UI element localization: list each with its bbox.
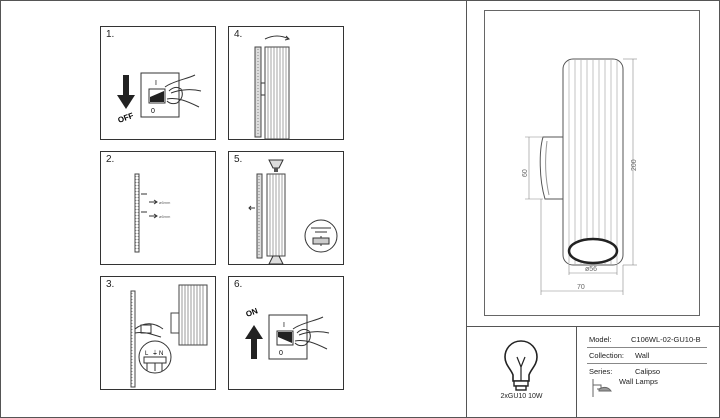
drill-holes-illustration: ø6mm ø6mm	[134, 173, 171, 253]
collection-row: Collection: Wall	[589, 351, 649, 360]
step-3-panel: 3. L ⏚ N	[100, 276, 216, 390]
bulb-info: 2xGU10 10W	[467, 327, 576, 418]
wiring-illustration: L ⏚ N	[130, 284, 208, 388]
on-caption: ON	[245, 306, 260, 319]
install-bulb-illustration	[248, 159, 338, 265]
step-4-panel: 4.	[228, 26, 344, 140]
light-bulb-icon	[504, 340, 538, 391]
step-2-panel: 2. ø6mm ø6mm	[100, 151, 216, 265]
step-number: 4.	[234, 29, 243, 40]
spec-table: Model: C106WL-02-GU10-B Collection: Wall S…	[577, 327, 720, 418]
model-value: C106WL-02-GU10-B	[631, 335, 701, 344]
row-rule	[587, 363, 707, 364]
step-1-panel: 1. I 0 OFF	[100, 26, 216, 140]
type-row: Wall Lamps	[619, 377, 658, 386]
horizontal-divider	[466, 326, 720, 327]
depth-dimension: 70	[577, 284, 585, 291]
model-row: Model: C106WL-02-GU10-B	[589, 335, 701, 344]
base-dimension: 60	[522, 169, 529, 177]
svg-text:I: I	[155, 80, 157, 87]
svg-text:I: I	[283, 322, 285, 329]
series-key: Series:	[589, 367, 613, 376]
row-rule	[587, 347, 707, 348]
up-arrow-icon	[245, 325, 263, 359]
switch-on-illustration: ON I 0	[245, 306, 330, 360]
bulb-top-icon	[268, 159, 284, 169]
off-caption: OFF	[117, 111, 135, 125]
step-number: 5.	[234, 154, 243, 165]
step-5-panel: 5.	[228, 151, 344, 265]
series-row: Series: Calipso	[589, 367, 660, 376]
down-arrow-icon	[117, 75, 135, 109]
series-value: Calipso	[635, 367, 661, 376]
type-value: Wall Lamps	[619, 377, 658, 386]
model-key: Model:	[589, 335, 612, 344]
lamp-dimension-drawing: 200 60 ø56 70	[522, 58, 638, 295]
wall-lamp-icon	[592, 379, 612, 397]
mount-lamp-illustration	[254, 35, 290, 140]
svg-text:⏚: ⏚	[152, 350, 158, 357]
bulb-bottom-icon	[268, 255, 284, 265]
technical-drawing: 200 60 ø56 70	[484, 10, 700, 316]
vertical-divider	[466, 0, 467, 418]
step-number: 1.	[106, 29, 115, 40]
collection-key: Collection:	[589, 351, 625, 360]
step-number: 6.	[234, 279, 243, 290]
svg-text:ø6mm: ø6mm	[159, 200, 171, 205]
svg-text:ø6mm: ø6mm	[159, 214, 171, 219]
svg-text:L: L	[145, 351, 149, 357]
step-number: 3.	[106, 279, 115, 290]
switch-off-illustration: I 0 OFF	[117, 72, 202, 125]
svg-text:N: N	[159, 351, 163, 357]
step-6-panel: 6. ON I 0	[228, 276, 344, 390]
diameter-dimension: ø56	[585, 266, 597, 273]
svg-text:0: 0	[279, 350, 283, 357]
collection-value: Wall	[635, 351, 650, 360]
rotate-arrow-icon	[264, 35, 290, 40]
lamp-opening	[567, 237, 619, 265]
height-dimension: 200	[631, 159, 638, 171]
bulb-spec: 2xGU10 10W	[500, 393, 543, 400]
spec-divider	[576, 326, 577, 418]
svg-text:0: 0	[151, 108, 155, 115]
step-number: 2.	[106, 154, 115, 165]
